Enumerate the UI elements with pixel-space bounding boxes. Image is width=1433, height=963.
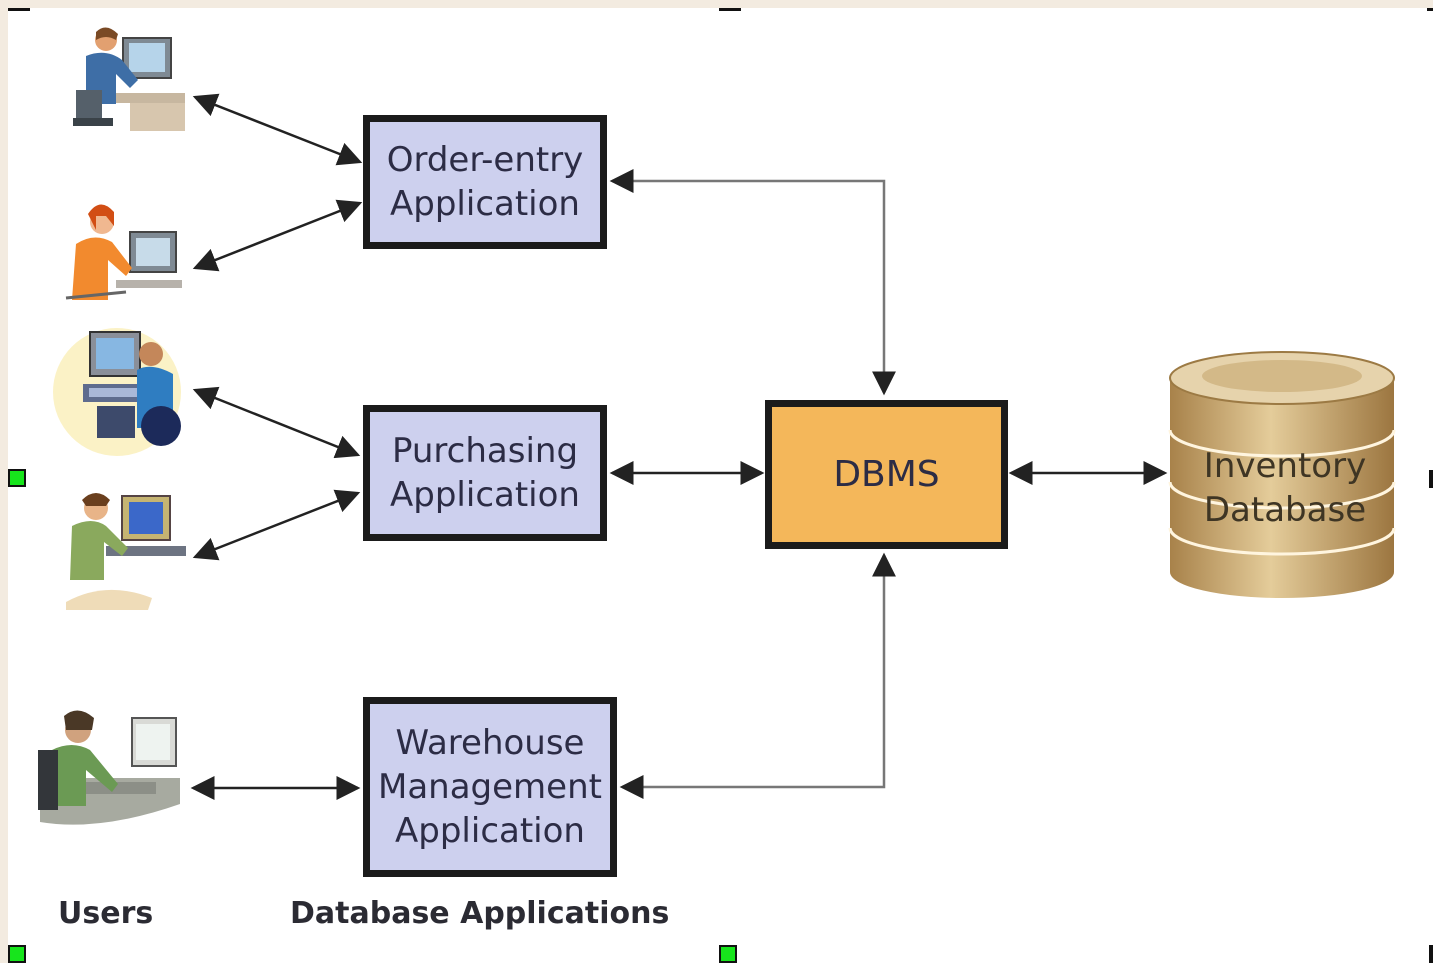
user-at-computer-icon xyxy=(38,710,180,825)
selection-handle[interactable] xyxy=(719,945,737,963)
database-line-2: Database xyxy=(1203,490,1367,530)
selection-handle[interactable] xyxy=(8,469,26,487)
warehouse-management-application-box: Warehouse Management Application xyxy=(363,697,617,877)
user-at-computer-icon xyxy=(53,328,181,456)
user-at-computer-icon xyxy=(66,493,186,610)
warehouse-line-1: Warehouse xyxy=(395,723,585,763)
arrow-user3-purchasing xyxy=(192,386,361,459)
dbms-label: DBMS xyxy=(833,454,940,495)
warehouse-line-3: Application xyxy=(395,811,585,851)
arrow-user4-purchasing xyxy=(192,489,361,561)
database-cylinder-icon xyxy=(1168,351,1396,598)
selection-handle[interactable] xyxy=(8,945,26,963)
connector-warehouse-dbms xyxy=(619,552,896,799)
purchasing-line-1: Purchasing xyxy=(391,431,579,471)
user-at-computer-icon xyxy=(65,204,182,300)
database-applications-caption: Database Applications xyxy=(290,896,670,931)
user-at-computer-icon xyxy=(73,27,185,131)
purchasing-application-box: Purchasing Application xyxy=(363,405,607,541)
selection-handle[interactable] xyxy=(8,8,30,11)
database-line-1: Inventory xyxy=(1203,446,1367,486)
order-entry-line-1: Order-entry xyxy=(386,140,584,180)
dbms-box: DBMS xyxy=(765,400,1008,549)
inventory-database-label: Inventory Database xyxy=(1175,444,1395,532)
order-entry-line-2: Application xyxy=(390,184,580,224)
selection-handle[interactable] xyxy=(719,8,741,11)
warehouse-line-2: Management xyxy=(378,767,602,807)
selection-handle[interactable] xyxy=(1429,945,1433,963)
selection-handle[interactable] xyxy=(1429,470,1433,488)
order-entry-application-box: Order-entry Application xyxy=(363,115,607,249)
selection-handle[interactable] xyxy=(1427,8,1433,11)
users-caption: Users xyxy=(58,896,154,931)
connector-order-dbms xyxy=(609,169,896,396)
arrow-user1-order xyxy=(192,93,363,166)
purchasing-line-2: Application xyxy=(390,475,580,515)
arrow-user2-order xyxy=(192,199,363,272)
